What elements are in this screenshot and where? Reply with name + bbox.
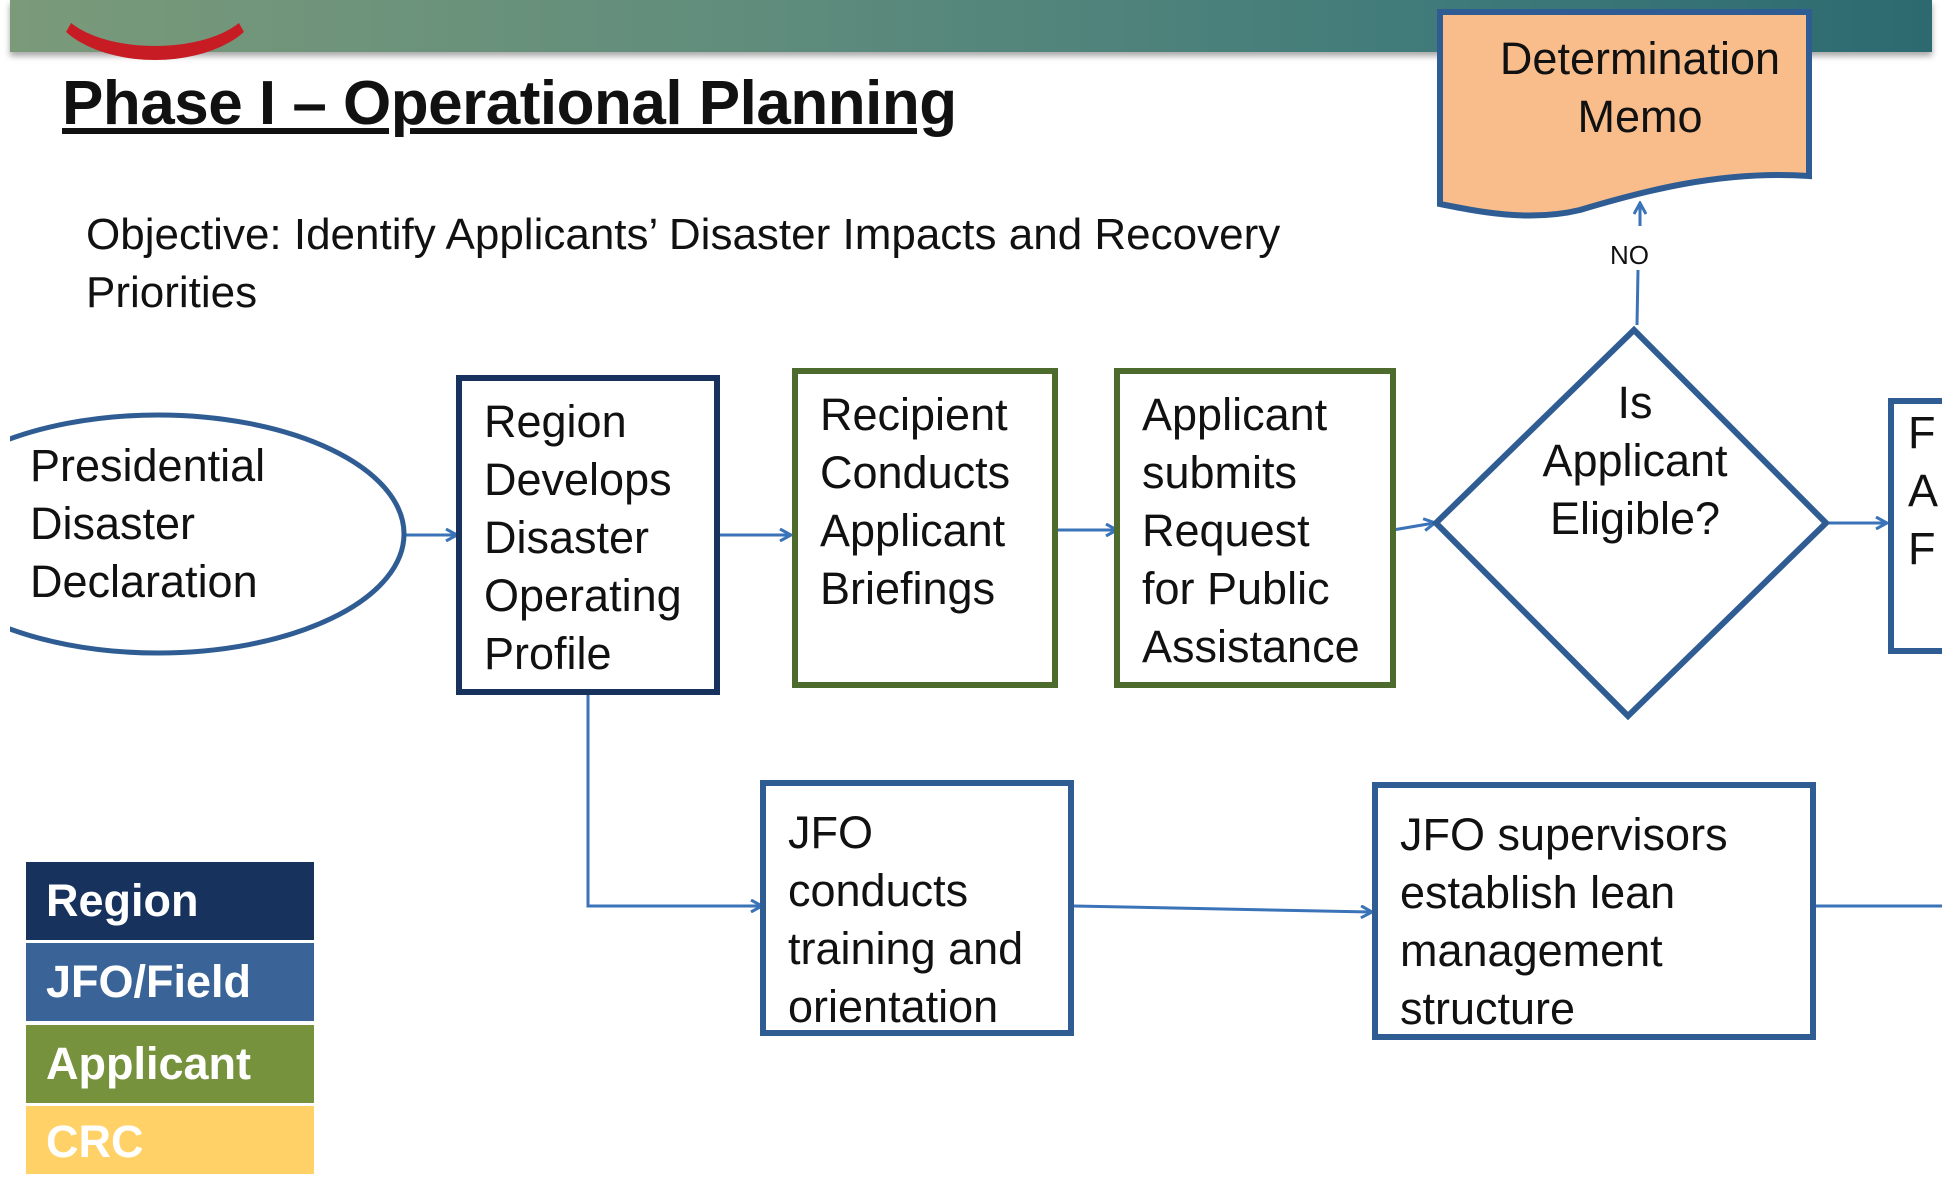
declaration-line: Disaster [30, 498, 196, 549]
jfo-supervisors-line: establish lean [1400, 867, 1676, 918]
briefings-line: Briefings [820, 563, 996, 614]
jfo-supervisors-node: JFO supervisors establish lean managemen… [1372, 782, 1816, 1040]
request-line: Request [1142, 505, 1310, 556]
jfo-training-line: training and [788, 923, 1024, 974]
declaration-node: Presidential Disaster Declaration [30, 437, 265, 611]
declaration-line: Declaration [30, 556, 258, 607]
legend-crc: CRC [26, 1106, 314, 1174]
briefings-line: Recipient [820, 389, 1008, 440]
eligible-diamond [1431, 325, 1831, 721]
jfo-training-line: conducts [788, 865, 969, 916]
declaration-oval [0, 412, 407, 656]
request-node: Applicant submits Request for Public Ass… [1114, 368, 1396, 688]
legend-region: Region [26, 862, 314, 940]
jfo-supervisors-line: structure [1400, 983, 1576, 1034]
eligible-node: Is Applicant Eligible? [1500, 374, 1770, 548]
jfo-supervisors-line: JFO supervisors [1400, 809, 1728, 860]
region-profile-line: Develops [484, 454, 672, 505]
briefings-line: Conducts [820, 447, 1011, 498]
region-profile-line: Profile [484, 628, 612, 679]
jfo-supervisors-line: management [1400, 925, 1663, 976]
region-profile-line: Disaster [484, 512, 650, 563]
memo-line: Determination [1499, 33, 1781, 84]
cut-off-line: F [1908, 407, 1936, 458]
no-edge-label: NO [1610, 240, 1649, 270]
edge-request-to-eligible [1392, 523, 1434, 530]
request-line: Applicant [1142, 389, 1328, 440]
region-profile-line: Operating [484, 570, 682, 621]
eligible-line: Applicant [1542, 435, 1728, 486]
edge-eligible-to-memo [1635, 269, 1640, 326]
request-line: submits [1142, 447, 1298, 498]
declaration-line: Presidential [30, 440, 266, 491]
memo-line: Memo [1577, 91, 1703, 142]
briefings-line: Applicant [820, 505, 1006, 556]
memo-node: Determination Memo [1470, 30, 1810, 146]
request-line: Assistance [1142, 621, 1360, 672]
page-title: Phase I – Operational Planning [62, 69, 957, 138]
briefings-node: Recipient Conducts Applicant Briefings [792, 368, 1058, 688]
page-margin [0, 400, 10, 680]
cut-off-line: F [1908, 523, 1936, 574]
eligible-line: Eligible? [1549, 493, 1721, 544]
objective-text: Objective: Identify Applicants’ Disaster… [86, 210, 1281, 317]
jfo-training-line: JFO [788, 807, 873, 858]
edge-region-to-jfo-training [586, 690, 761, 906]
cut-off-line: A [1908, 465, 1939, 516]
region-profile-line: Region [484, 396, 627, 447]
memo-document-shape [1437, 9, 1812, 219]
legend-applicant: Applicant [26, 1025, 314, 1103]
eligible-line: Is [1617, 377, 1653, 428]
legend-jfo-field: JFO/Field [26, 943, 314, 1021]
region-profile-node: Region Develops Disaster Operating Profi… [456, 375, 720, 695]
request-line: for Public [1142, 563, 1330, 614]
cut-off-node: F A F [1888, 398, 1942, 654]
jfo-training-node: JFO conducts training and orientation [760, 780, 1074, 1036]
jfo-training-line: orientation [788, 981, 999, 1032]
edge-training-to-supervisors [1073, 904, 1371, 912]
